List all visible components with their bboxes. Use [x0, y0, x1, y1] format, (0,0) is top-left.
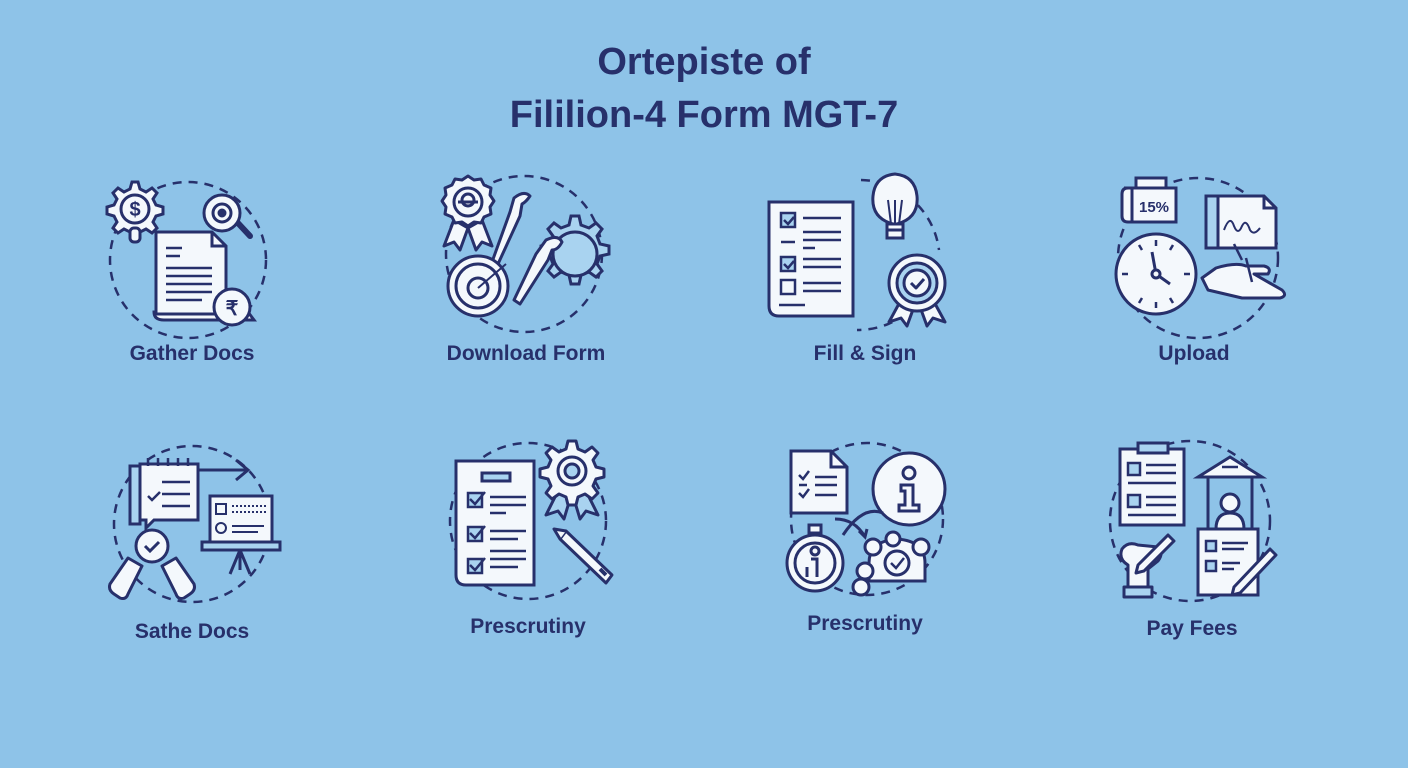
step-illustration: [108, 444, 282, 604]
tools-icon: [490, 191, 564, 306]
step-illustration: [767, 172, 947, 332]
step-fill-sign: Fill & Sign: [745, 170, 985, 380]
percent-card-icon: 15%: [1120, 176, 1178, 224]
svg-text:15%: 15%: [1139, 199, 1169, 216]
stopwatch-info-icon: [785, 523, 845, 593]
title-line-1: Ortepiste of: [597, 41, 811, 83]
lightbulb-icon: [871, 172, 919, 240]
info-circle-icon: [871, 451, 947, 527]
pencil-icon: [552, 527, 614, 585]
step-illustration: $ ₹: [105, 180, 268, 340]
magnifier-target-icon: [202, 193, 253, 239]
hand-pencil-icon: [1119, 533, 1176, 599]
form-pencil-icon: [1196, 527, 1278, 597]
step-upload: 15%: [1074, 170, 1314, 380]
award-check-icon: [887, 253, 947, 328]
gear-icon: [539, 214, 611, 286]
award-badge-icon: [440, 174, 496, 252]
step-illustration: [1108, 439, 1278, 603]
presentation-board-icon: [200, 494, 282, 575]
step-download-form: Download Form: [406, 168, 646, 378]
step-illustration: [785, 441, 947, 597]
document-icon: [152, 230, 257, 322]
dashed-circle-icon: [108, 180, 268, 340]
step-label: Upload: [1158, 342, 1230, 365]
check-badge-icon: [108, 528, 196, 600]
gear-dollar-icon: $: [105, 180, 165, 244]
step-label: Gather Docs: [129, 342, 255, 365]
coin-icon: ₹: [212, 287, 252, 327]
step-label: Pay Fees: [1146, 617, 1238, 640]
step-sathe-docs: Sathe Docs: [72, 440, 312, 650]
step-gather-docs: $ ₹: [72, 170, 312, 380]
arrow-curve-icon: [834, 509, 884, 540]
clock-icon: [1114, 232, 1198, 316]
checklist-icon: [767, 200, 855, 318]
gear-award-icon: [538, 439, 606, 521]
step-illustration: 15%: [1114, 176, 1287, 340]
step-label: Fill & Sign: [813, 342, 917, 365]
title-line-2: Fililion-4 Form MGT-7: [509, 94, 899, 136]
step-label: Prescrutiny: [470, 615, 586, 638]
target-search-icon: [446, 254, 510, 318]
step-illustration: [448, 439, 614, 601]
kiosk-person-icon: [1192, 455, 1268, 531]
svg-text:$: $: [129, 199, 140, 221]
hand-icon: [1200, 243, 1287, 300]
step-label: Sathe Docs: [134, 620, 250, 643]
step-pay-fees: Pay Fees: [1072, 437, 1312, 647]
notepad-checklist-icon: [128, 458, 200, 532]
step-label: Download Form: [446, 342, 606, 365]
step-illustration: [440, 174, 611, 334]
step-prescrutiny-2: Prescrutiny: [745, 435, 985, 645]
clipboard-icon: [1118, 441, 1186, 527]
step-prescrutiny-1: Prescrutiny: [408, 435, 648, 645]
svg-text:₹: ₹: [226, 298, 239, 320]
document-checklist-icon: [789, 449, 849, 515]
gear-check-icon: [851, 530, 931, 597]
arrow-right-icon: [198, 458, 251, 482]
checklist-clipboard-icon: [454, 459, 536, 587]
chart-document-icon: [1204, 194, 1278, 250]
step-label: Prescrutiny: [807, 612, 923, 635]
